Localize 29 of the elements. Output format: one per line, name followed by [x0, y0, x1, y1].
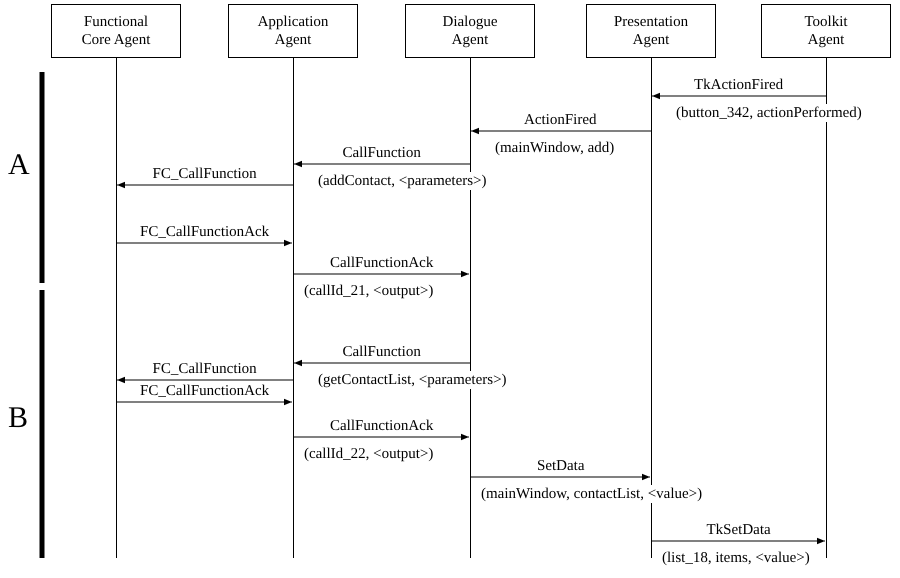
edge-label: FC_CallFunction [152, 165, 258, 183]
parameter-text: (addContact, <parameters>) [317, 172, 488, 190]
parameter-text: (button_342, actionPerformed) [675, 104, 863, 122]
agent-box: Dialogue Agent [405, 4, 535, 58]
edge-label: FC_CallFunctionAck [139, 382, 270, 400]
message-arrow [116, 240, 292, 246]
message-arrow [294, 360, 470, 366]
agent-box: Presentation Agent [586, 4, 716, 58]
message-arrow [294, 160, 470, 168]
edge-label: FC_CallFunction [152, 360, 258, 378]
message-arrow [470, 128, 652, 134]
message-arrow [116, 398, 292, 406]
parameter-text: (callId_21, <output>) [303, 282, 434, 300]
message-arrow [650, 538, 826, 544]
agent-box: Functional Core Agent [51, 4, 181, 58]
agent-box: Toolkit Agent [761, 4, 891, 58]
edge-label: FC_CallFunctionAck [139, 223, 270, 241]
message-arrow [116, 376, 294, 384]
parameter-text: (mainWindow, contactList, <value>) [480, 485, 704, 503]
message-arrow [292, 434, 470, 440]
parameter-text: (list_18, items, <value>) [661, 549, 811, 567]
agent-box: Application Agent [228, 4, 358, 58]
message-arrow [652, 92, 826, 100]
message-arrow [470, 474, 650, 480]
parameter-text: (getContactList, <parameters>) [317, 371, 508, 389]
message-arrow [292, 270, 470, 278]
parameter-text: (mainWindow, add) [494, 139, 616, 157]
parameter-text: (callId_22, <output>) [303, 445, 434, 463]
message-arrow [116, 182, 294, 188]
